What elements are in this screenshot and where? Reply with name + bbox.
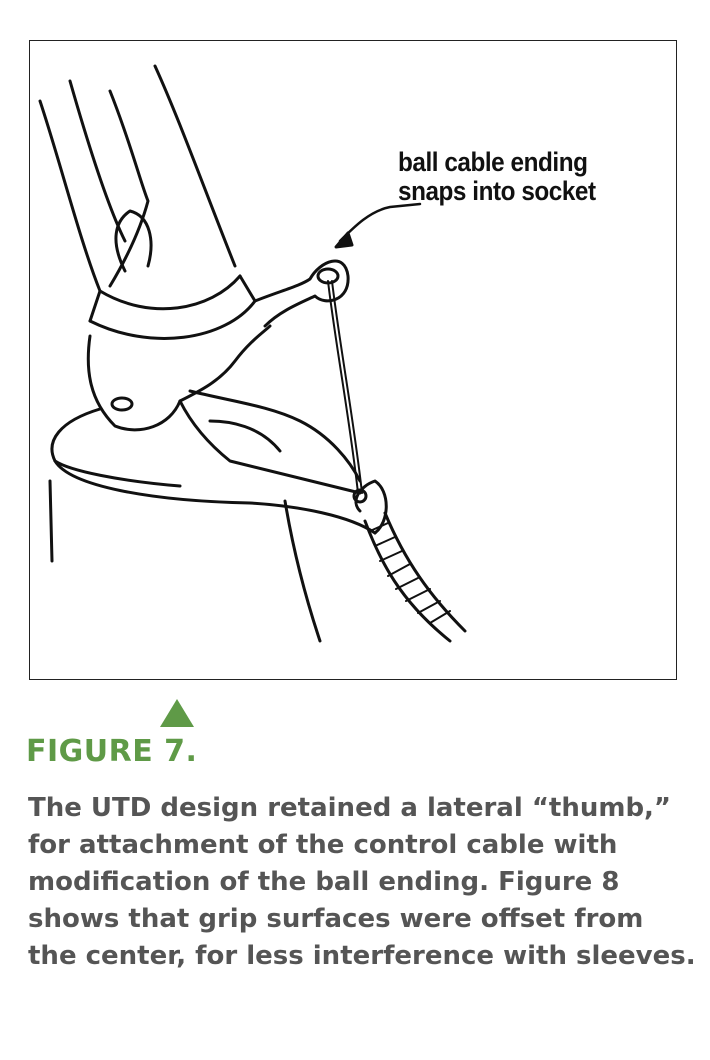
figure-label: FIGURE 7. [26, 734, 198, 769]
figure-illustration [29, 40, 677, 680]
annotation-line: ball cable ending [398, 147, 588, 177]
terminal-device-drawing [38, 64, 467, 643]
callout-annotation: ball cable ending snaps into socket [398, 148, 596, 206]
figure-caption: The UTD design retained a lateral “thumb… [28, 793, 696, 971]
annotation-line: snaps into socket [398, 176, 596, 206]
triangle-up-icon [160, 699, 194, 727]
